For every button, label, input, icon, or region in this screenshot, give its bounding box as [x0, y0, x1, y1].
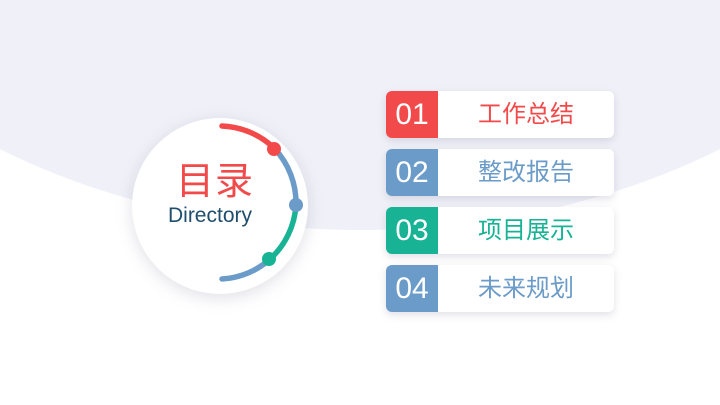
menu-item-project-showcase[interactable]: 03 项目展示 — [386, 207, 614, 254]
item-number: 04 — [386, 265, 438, 312]
menu-item-work-summary[interactable]: 01 工作总结 — [386, 91, 614, 138]
item-label: 项目展示 — [478, 216, 574, 244]
item-label: 未来规划 — [478, 274, 574, 302]
directory-title-en: Directory — [167, 204, 252, 227]
menu-item-rectification-report[interactable]: 02 整改报告 — [386, 149, 614, 196]
item-label: 工作总结 — [478, 100, 574, 128]
directory-title-cn: 目录 — [175, 159, 254, 203]
item-number: 03 — [386, 207, 438, 254]
menu-item-future-plan[interactable]: 04 未来规划 — [386, 265, 614, 312]
item-number: 01 — [386, 91, 438, 138]
item-label: 整改报告 — [478, 158, 574, 186]
item-number: 02 — [386, 149, 438, 196]
